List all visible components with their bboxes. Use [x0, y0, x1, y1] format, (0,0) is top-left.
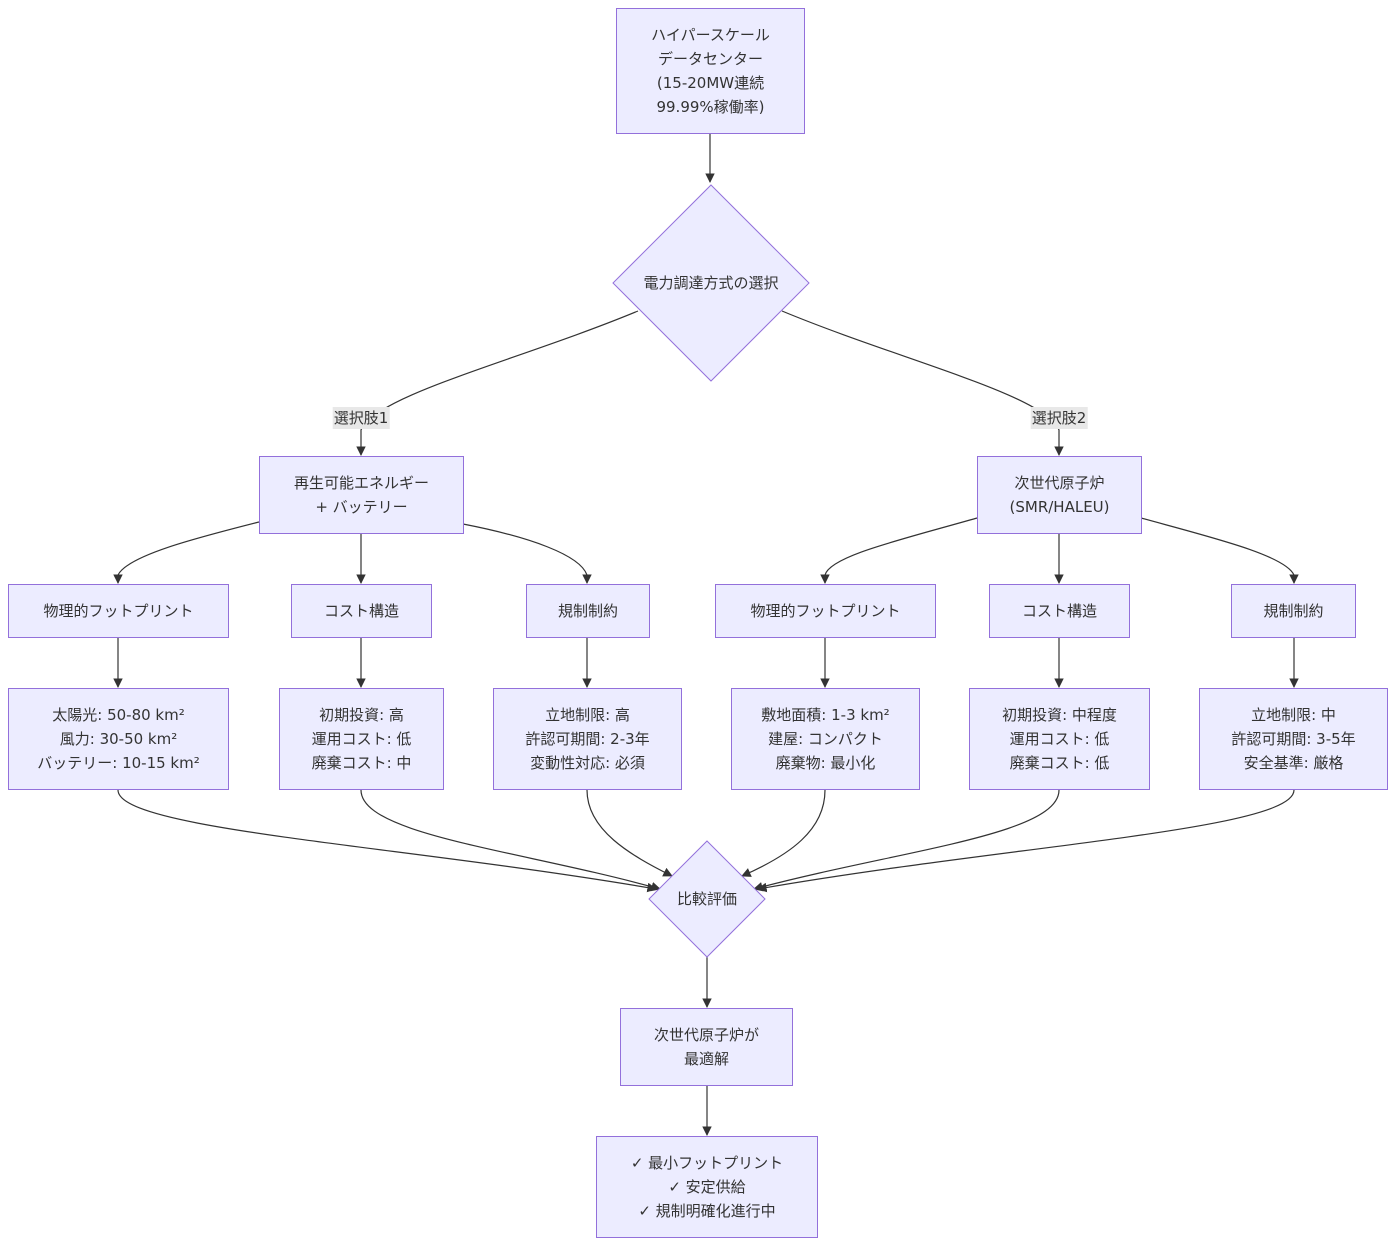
renewable-footprint-node[interactable]: 物理的フットプリント	[8, 584, 229, 638]
detail-line: 立地制限: 中	[1251, 706, 1336, 724]
edge-decision-nuclear	[781, 310, 1064, 456]
edge-ncost-compare	[753, 789, 1060, 892]
edge-decision-renewable	[356, 310, 639, 456]
nuclear-node[interactable]: 次世代原子炉 (SMR/HALEU)	[977, 456, 1142, 534]
edge-nregulation-compare	[757, 789, 1295, 893]
datacenter-node[interactable]: ハイパースケール データセンター (15-20MW連続 99.99%稼働率)	[616, 8, 805, 134]
benefit-line: ✓ 最小フットプリント	[630, 1154, 784, 1172]
renewable-line-1: 再生可能エネルギー	[293, 474, 429, 492]
renewable-cost-label: コスト構造	[323, 602, 399, 620]
decision-diamond[interactable]: 電力調達方式の選択	[612, 184, 810, 382]
detail-line: バッテリー: 10-15 km²	[37, 754, 200, 772]
detail-line: 廃棄物: 最小化	[775, 754, 876, 772]
renewable-node[interactable]: 再生可能エネルギー + バッテリー	[259, 456, 464, 534]
edge-renewable-rfootprint	[113, 521, 260, 584]
benefit-line: ✓ 安定供給	[668, 1178, 746, 1196]
benefits-node[interactable]: ✓ 最小フットプリント ✓ 安定供給 ✓ 規制明確化進行中	[596, 1136, 818, 1238]
benefit-line: ✓ 規制明確化進行中	[638, 1202, 776, 1220]
renewable-footprint-detail-node[interactable]: 太陽光: 50-80 km² 風力: 30-50 km² バッテリー: 10-1…	[8, 688, 229, 790]
optimal-line-1: 次世代原子炉が	[653, 1026, 759, 1044]
renewable-footprint-label: 物理的フットプリント	[43, 602, 194, 620]
edge-nfootprint-compare	[741, 789, 826, 877]
renewable-cost-detail-node[interactable]: 初期投資: 高 運用コスト: 低 廃棄コスト: 中	[279, 688, 444, 790]
nuclear-regulation-detail-node[interactable]: 立地制限: 中 許認可期間: 3-5年 安全基準: 厳格	[1199, 688, 1388, 790]
datacenter-line-4: 99.99%稼働率)	[656, 98, 765, 116]
nuclear-regulation-node[interactable]: 規制制約	[1231, 584, 1356, 638]
optimal-node[interactable]: 次世代原子炉が 最適解	[620, 1008, 793, 1086]
nuclear-line-2: (SMR/HALEU)	[1009, 498, 1110, 516]
compare-diamond-shape	[648, 840, 766, 958]
detail-line: 安全基準: 厳格	[1243, 754, 1344, 772]
datacenter-line-3: (15-20MW連続	[656, 74, 765, 92]
compare-diamond[interactable]: 比較評価	[648, 840, 766, 958]
nuclear-cost-node[interactable]: コスト構造	[989, 584, 1130, 638]
datacenter-line-1: ハイパースケール	[651, 26, 770, 44]
edge-rcost-compare	[360, 789, 661, 892]
detail-line: 初期投資: 高	[319, 706, 404, 724]
compare-label: 比較評価	[676, 890, 737, 908]
detail-line: 敷地面積: 1-3 km²	[761, 706, 890, 724]
edge-nuclear-nregulation	[1140, 517, 1299, 584]
renewable-regulation-label: 規制制約	[557, 602, 618, 620]
decision-label: 電力調達方式の選択	[643, 274, 779, 292]
detail-line: 初期投資: 中程度	[1002, 706, 1117, 724]
edge-rregulation-compare	[586, 789, 673, 877]
detail-line: 運用コスト: 低	[311, 730, 412, 748]
detail-line: 風力: 30-50 km²	[59, 730, 178, 748]
edge-label-option2: 選択肢2	[1030, 407, 1088, 429]
renewable-cost-node[interactable]: コスト構造	[291, 584, 432, 638]
decision-diamond-shape	[612, 184, 810, 382]
edge-renewable-rregulation	[462, 523, 592, 584]
edge-rfootprint-compare	[117, 789, 657, 893]
renewable-line-2: + バッテリー	[315, 498, 408, 516]
detail-line: 許認可期間: 2-3年	[525, 730, 650, 748]
detail-line: 変動性対応: 必須	[530, 754, 645, 772]
nuclear-footprint-detail-node[interactable]: 敷地面積: 1-3 km² 建屋: コンパクト 廃棄物: 最小化	[731, 688, 920, 790]
renewable-regulation-detail-node[interactable]: 立地制限: 高 許認可期間: 2-3年 変動性対応: 必須	[493, 688, 682, 790]
detail-line: 廃棄コスト: 低	[1009, 754, 1110, 772]
nuclear-cost-label: コスト構造	[1021, 602, 1097, 620]
datacenter-line-2: データセンター	[657, 50, 763, 68]
nuclear-line-1: 次世代原子炉	[1014, 474, 1105, 492]
detail-line: 太陽光: 50-80 km²	[52, 706, 185, 724]
optimal-line-2: 最適解	[683, 1050, 729, 1068]
edge-label-option1: 選択肢1	[332, 407, 390, 429]
detail-line: 許認可期間: 3-5年	[1231, 730, 1356, 748]
edge-nuclear-nfootprint	[820, 517, 978, 584]
detail-line: 建屋: コンパクト	[768, 730, 883, 748]
nuclear-footprint-node[interactable]: 物理的フットプリント	[715, 584, 936, 638]
detail-line: 運用コスト: 低	[1009, 730, 1110, 748]
nuclear-regulation-label: 規制制約	[1263, 602, 1324, 620]
renewable-regulation-node[interactable]: 規制制約	[526, 584, 650, 638]
detail-line: 立地制限: 高	[545, 706, 630, 724]
nuclear-cost-detail-node[interactable]: 初期投資: 中程度 運用コスト: 低 廃棄コスト: 低	[969, 688, 1150, 790]
detail-line: 廃棄コスト: 中	[311, 754, 412, 772]
nuclear-footprint-label: 物理的フットプリント	[750, 602, 901, 620]
